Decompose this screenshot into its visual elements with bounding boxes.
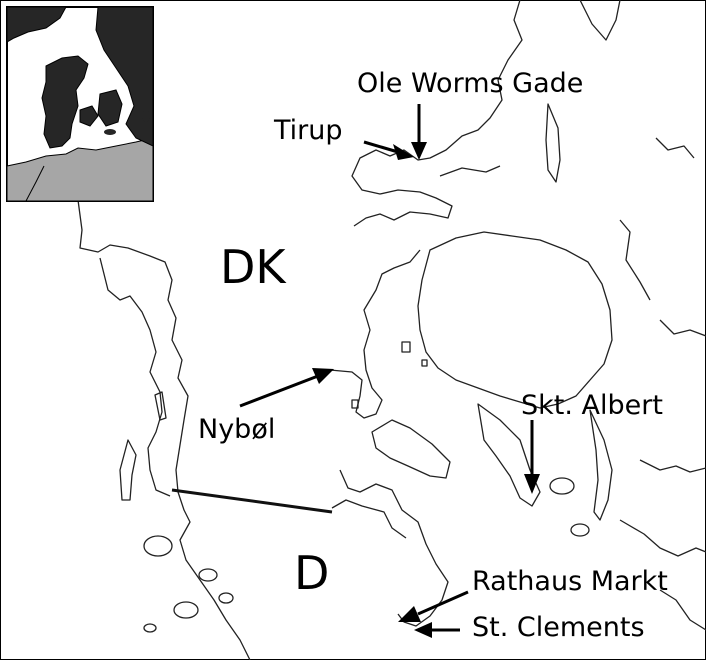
wadden-coastline — [99, 257, 171, 497]
arrow-rathaus-markt — [398, 590, 469, 622]
label-skt-albert: Skt. Albert — [521, 390, 663, 421]
inset-overview-map — [6, 6, 154, 202]
als-island — [371, 419, 451, 479]
label-ole-worms-gade: Ole Worms Gade — [357, 68, 584, 99]
label-country-dk: DK — [220, 240, 286, 294]
fjord-coast — [331, 499, 407, 539]
label-country-d: D — [294, 546, 330, 600]
langeland-island — [589, 409, 613, 521]
little-belt-coast — [329, 249, 421, 419]
arrow-ole-worms-gade — [411, 104, 427, 160]
arrow-tirup — [363, 140, 414, 160]
west-island — [119, 439, 137, 501]
zealand-coast — [639, 459, 706, 473]
arrow-skt-albert — [524, 420, 540, 494]
aarhus-coast — [351, 0, 523, 227]
national-border — [171, 488, 333, 514]
funen-island — [417, 231, 613, 409]
label-nybol: Nybøl — [198, 414, 276, 445]
arrow-nybol — [239, 368, 334, 408]
label-tirup: Tirup — [274, 115, 343, 146]
east-jutland-coast — [339, 469, 449, 627]
label-rathaus-markt: Rathaus Markt — [472, 566, 668, 597]
west-coastline — [77, 199, 251, 660]
label-st-clements: St. Clements — [472, 612, 645, 643]
arrow-st-clements — [414, 622, 460, 638]
